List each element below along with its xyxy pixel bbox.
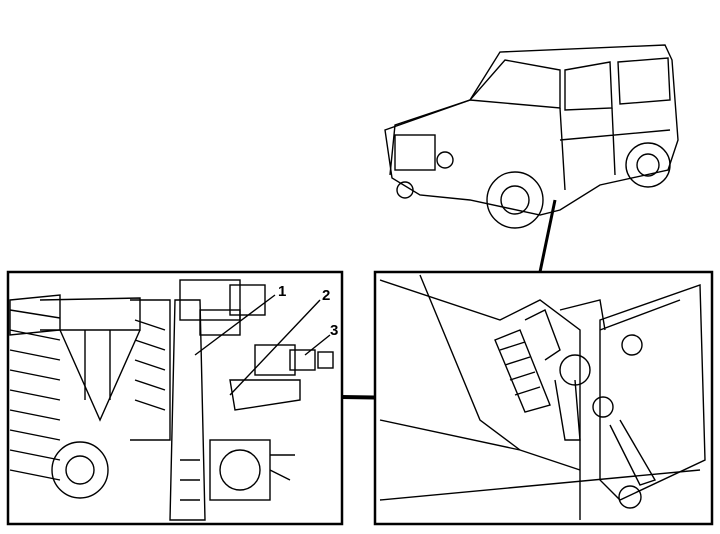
vehicle-illustration <box>384 44 679 229</box>
callout-1: 1 <box>278 283 286 300</box>
callout-2: 2 <box>322 287 330 304</box>
callout-3: 3 <box>330 322 338 339</box>
engine-detail-panel: 1 2 3 <box>6 270 344 526</box>
callout-leader-1 <box>194 294 276 356</box>
sensor-closeup-panel <box>373 270 714 526</box>
callout-leader-2 <box>229 299 321 396</box>
callout-leader-3 <box>304 334 331 356</box>
leader-line-vehicle <box>538 199 557 273</box>
